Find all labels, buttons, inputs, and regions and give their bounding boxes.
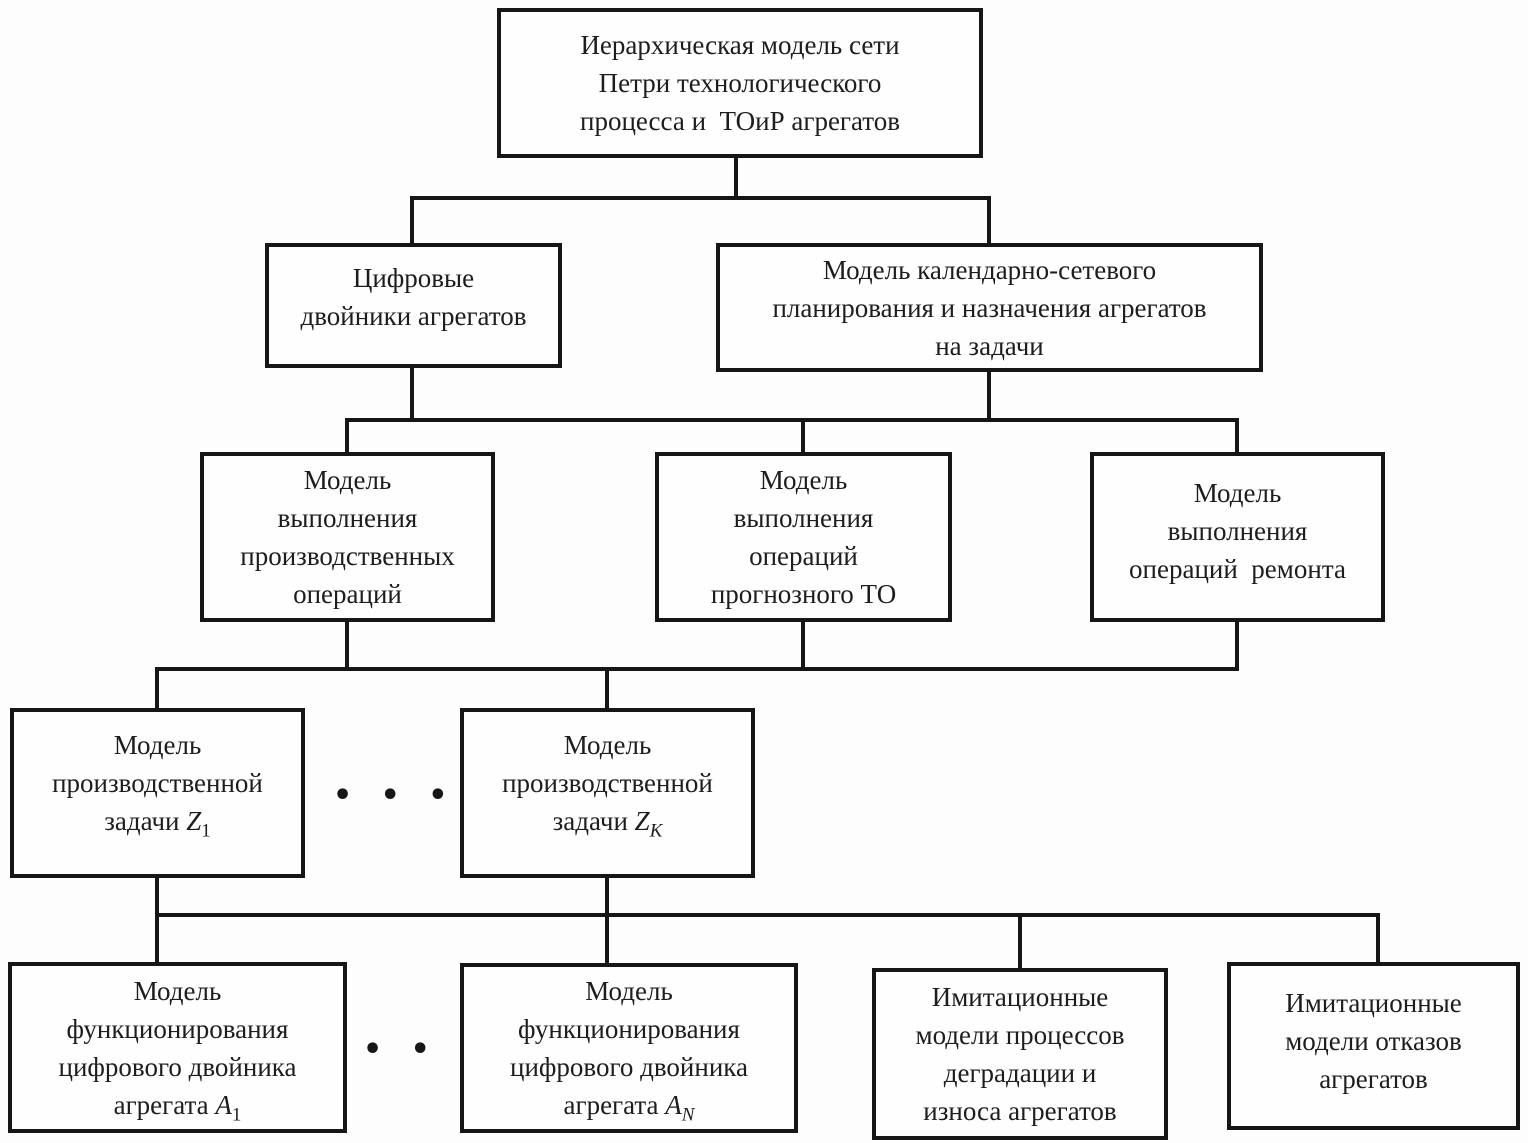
node-degradation-models-line: деградации и: [943, 1058, 1097, 1088]
node-production-ops-line: выполнения: [277, 503, 418, 533]
node-failure-models-line: агрегатов: [1319, 1064, 1428, 1094]
node-predictive-maintenance-ops: Модель выполнения операций прогнозного Т…: [655, 452, 952, 622]
node-twin-N: Модель функционирования цифрового двойни…: [460, 963, 798, 1133]
node-root-line: процесса и ТОиР агрегатов: [580, 106, 900, 136]
node-twin-N-line: Модель: [585, 976, 673, 1006]
connector-to-predictive-maintenance-ops: [801, 420, 805, 454]
formula-text: агрегата: [113, 1089, 216, 1120]
node-planning-line: на задачи: [935, 330, 1044, 361]
ellipsis-tasks: • • •: [333, 778, 457, 813]
node-task-K: Модель производственной задачи ZK: [460, 708, 755, 878]
node-twin-1-formula: агрегата A1: [114, 1086, 242, 1124]
connector-root-down: [734, 158, 738, 200]
connector-bus-level3: [345, 418, 1239, 422]
node-twin-N-formula: агрегата AN: [564, 1086, 695, 1124]
connector-production-ops-down: [345, 620, 349, 669]
node-planning: Модель календарно-сетевого планирования …: [716, 243, 1263, 372]
node-production-ops-line: производственных: [240, 541, 455, 571]
connector-predictive-maintenance-ops-down: [801, 620, 805, 669]
connector-bus-level5: [155, 913, 1380, 917]
node-task-1-line: производственной: [52, 768, 263, 798]
connector-task-1-to-twin-1: [155, 876, 159, 966]
node-predictive-maintenance-ops-line: Модель: [759, 465, 848, 495]
connector-bus-level2: [410, 196, 991, 200]
node-root: Иерархическая модель сети Петри технолог…: [497, 8, 983, 158]
node-task-K-formula: задачи ZK: [553, 802, 663, 840]
connector-to-repair-ops: [1235, 420, 1239, 454]
node-task-K-line: Модель: [563, 730, 652, 760]
node-predictive-maintenance-ops-line: прогнозного ТО: [710, 579, 897, 609]
connector-repair-ops-down: [1235, 620, 1239, 669]
node-degradation-models: Имитационные модели процессов деградации…: [872, 968, 1168, 1140]
formula-subscript: N: [681, 1104, 695, 1126]
node-predictive-maintenance-ops-line: выполнения: [733, 503, 874, 533]
node-failure-models-line: Имитационные: [1285, 988, 1462, 1018]
node-planning-line: Модель календарно-сетевого: [822, 254, 1157, 285]
node-degradation-models-line: износа агрегатов: [923, 1096, 1117, 1126]
formula-subscript: 1: [231, 1103, 242, 1125]
node-repair-ops-line: Модель: [1193, 478, 1282, 508]
node-degradation-models-line: Имитационные: [931, 982, 1109, 1012]
connector-digital-twins-down: [410, 366, 414, 420]
node-production-ops-line: операций: [293, 579, 402, 609]
connector-planning-down: [987, 370, 991, 420]
node-digital-twins-line: Цифровые: [352, 263, 475, 293]
node-production-ops: Модель выполнения производственных опера…: [200, 452, 495, 622]
formula-variable: A: [665, 1090, 682, 1120]
node-twin-1-line: функционирования: [66, 1013, 289, 1044]
node-task-1-line: Модель: [113, 730, 202, 760]
formula-text: задачи: [552, 806, 635, 836]
node-failure-models-line: модели отказов: [1285, 1026, 1462, 1056]
node-planning-line: планирования и назначения агрегатов: [772, 292, 1207, 323]
formula-subscript: 1: [201, 820, 211, 842]
connector-to-task-K: [605, 669, 609, 710]
connector-to-failure-models: [1376, 915, 1380, 966]
formula-text: агрегата: [563, 1090, 666, 1120]
node-degradation-models-line: модели процессов: [915, 1020, 1125, 1050]
node-digital-twins-line: двойники агрегатов: [300, 301, 527, 331]
node-root-line: Иерархическая модель сети: [580, 30, 900, 60]
node-failure-models: Имитационные модели отказов агрегатов: [1227, 962, 1520, 1130]
node-twin-N-line: функционирования: [518, 1014, 740, 1044]
formula-variable: A: [215, 1089, 232, 1120]
connector-to-planning: [987, 198, 991, 245]
connector-to-digital-twins: [410, 198, 414, 245]
connector-to-task-1: [155, 669, 159, 710]
formula-variable: Z: [186, 806, 202, 836]
connector-bus-level4: [155, 667, 1239, 671]
node-task-K-line: производственной: [502, 768, 713, 798]
node-task-1-formula: задачи Z1: [104, 802, 211, 840]
node-repair-ops-line: выполнения: [1167, 516, 1308, 546]
node-twin-1: Модель функционирования цифрового двойни…: [8, 962, 347, 1133]
node-twin-1-line: Модель: [133, 975, 222, 1006]
node-production-ops-line: Модель: [303, 465, 392, 495]
formula-subscript: K: [649, 820, 663, 842]
formula-text: задачи: [104, 806, 187, 836]
node-digital-twins: Цифровые двойники агрегатов: [265, 243, 562, 368]
node-task-1: Модель производственной задачи Z1: [10, 708, 305, 878]
connector-to-production-ops: [345, 420, 349, 454]
node-repair-ops: Модель выполнения операций ремонта: [1090, 452, 1385, 622]
connector-to-degradation-models: [1018, 915, 1022, 972]
node-root-line: Петри технологического: [598, 68, 882, 98]
node-repair-ops-line: операций ремонта: [1129, 554, 1346, 584]
formula-variable: Z: [634, 806, 650, 836]
node-twin-N-line: цифрового двойника: [510, 1052, 748, 1082]
node-twin-1-line: цифрового двойника: [58, 1051, 297, 1082]
connector-task-K-to-twin-N: [605, 876, 609, 967]
node-predictive-maintenance-ops-line: операций: [749, 541, 858, 571]
